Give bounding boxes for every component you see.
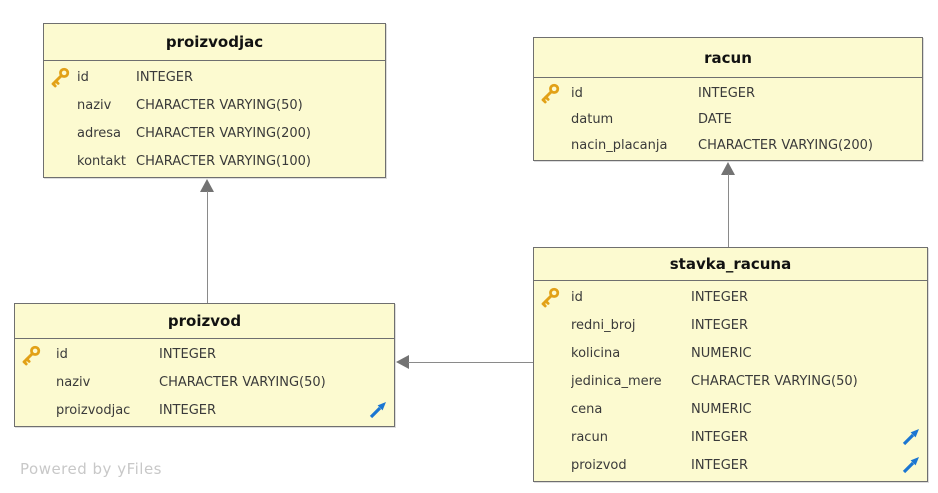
primary-key-icon (534, 286, 571, 308)
column-type: NUMERIC (691, 401, 752, 417)
column-name: datum (571, 111, 614, 127)
primary-key-icon (534, 82, 571, 104)
column-type: INTEGER (691, 317, 749, 333)
table-title: proizvodjac (44, 24, 385, 61)
column-type: DATE (698, 111, 732, 127)
column-row: nacin_placanja CHARACTER VARYING(200) (534, 132, 922, 158)
column-name: naziv (56, 375, 91, 390)
table-title: racun (534, 38, 922, 78)
table-columns: id INTEGER naziv CHARACTER VARYING(50) adres… (44, 61, 385, 177)
column-type: CHARACTER VARYING(50) (691, 373, 858, 389)
primary-key-icon (44, 66, 77, 88)
foreign-key-icon (901, 427, 921, 447)
relation-line[interactable] (408, 362, 533, 363)
column-type: CHARACTER VARYING(100) (136, 153, 311, 169)
column-name: kontakt (77, 153, 126, 169)
arrowhead-icon (200, 179, 214, 192)
table-columns: id INTEGER datum DATE nacin_placanja CHARACTE… (534, 78, 922, 160)
column-row: id INTEGER (534, 283, 927, 311)
column-type: INTEGER (691, 457, 749, 473)
column-row: naziv CHARACTER VARYING(50) (44, 91, 385, 119)
column-name: id (571, 289, 583, 305)
column-type: INTEGER (691, 289, 749, 305)
relation-line[interactable] (728, 174, 729, 247)
column-row: proizvod INTEGER (534, 451, 927, 479)
column-type: INTEGER (159, 347, 217, 363)
column-name: racun (571, 429, 608, 445)
column-type: INTEGER (691, 429, 749, 445)
column-type: CHARACTER VARYING(50) (136, 97, 303, 113)
column-name: id (56, 347, 68, 363)
column-row: kolicina NUMERIC (534, 339, 927, 367)
column-row: kontakt CHARACTER VARYING(100) (44, 147, 385, 175)
column-row: racun INTEGER (534, 423, 927, 451)
column-row: adresa CHARACTER VARYING(200) (44, 119, 385, 147)
yfiles-watermark: Powered by yFiles (20, 460, 162, 478)
arrowhead-icon (396, 355, 409, 369)
column-type: NUMERIC (691, 345, 752, 361)
column-row: id INTEGER (44, 63, 385, 91)
column-type: INTEGER (698, 85, 756, 101)
column-row: redni_broj INTEGER (534, 311, 927, 339)
column-type: CHARACTER VARYING(200) (698, 137, 873, 153)
column-name: kolicina (571, 345, 621, 361)
column-name: jedinica_mere (571, 373, 662, 389)
column-name: naziv (77, 97, 112, 113)
primary-key-icon (15, 344, 56, 366)
column-name: nacin_placanja (571, 137, 668, 153)
column-type: CHARACTER VARYING(200) (136, 125, 311, 141)
table-racun[interactable]: racun id INTEGER datum DATE nacin_placanja CH… (533, 37, 923, 161)
column-row: id INTEGER (15, 341, 394, 369)
column-name: redni_broj (571, 317, 636, 333)
table-title: proizvod (15, 304, 394, 339)
column-row: jedinica_mere CHARACTER VARYING(50) (534, 367, 927, 395)
foreign-key-icon (901, 455, 921, 475)
column-name: id (571, 85, 583, 101)
column-name: id (77, 69, 89, 85)
foreign-key-icon (368, 400, 388, 420)
column-name: adresa (77, 125, 122, 141)
column-type: INTEGER (136, 69, 194, 85)
column-row: naziv CHARACTER VARYING(50) (15, 369, 394, 397)
relation-line[interactable] (207, 191, 208, 303)
column-type: CHARACTER VARYING(50) (159, 375, 326, 390)
column-type: INTEGER (159, 402, 217, 418)
column-name: proizvod (571, 457, 627, 473)
column-row: cena NUMERIC (534, 395, 927, 423)
column-row: datum DATE (534, 106, 922, 132)
column-row: id INTEGER (534, 80, 922, 106)
column-name: cena (571, 401, 603, 417)
arrowhead-icon (721, 162, 735, 175)
column-row: proizvodjac INTEGER (15, 396, 394, 424)
table-title: stavka_racuna (534, 248, 927, 281)
column-name: proizvodjac (56, 402, 131, 418)
